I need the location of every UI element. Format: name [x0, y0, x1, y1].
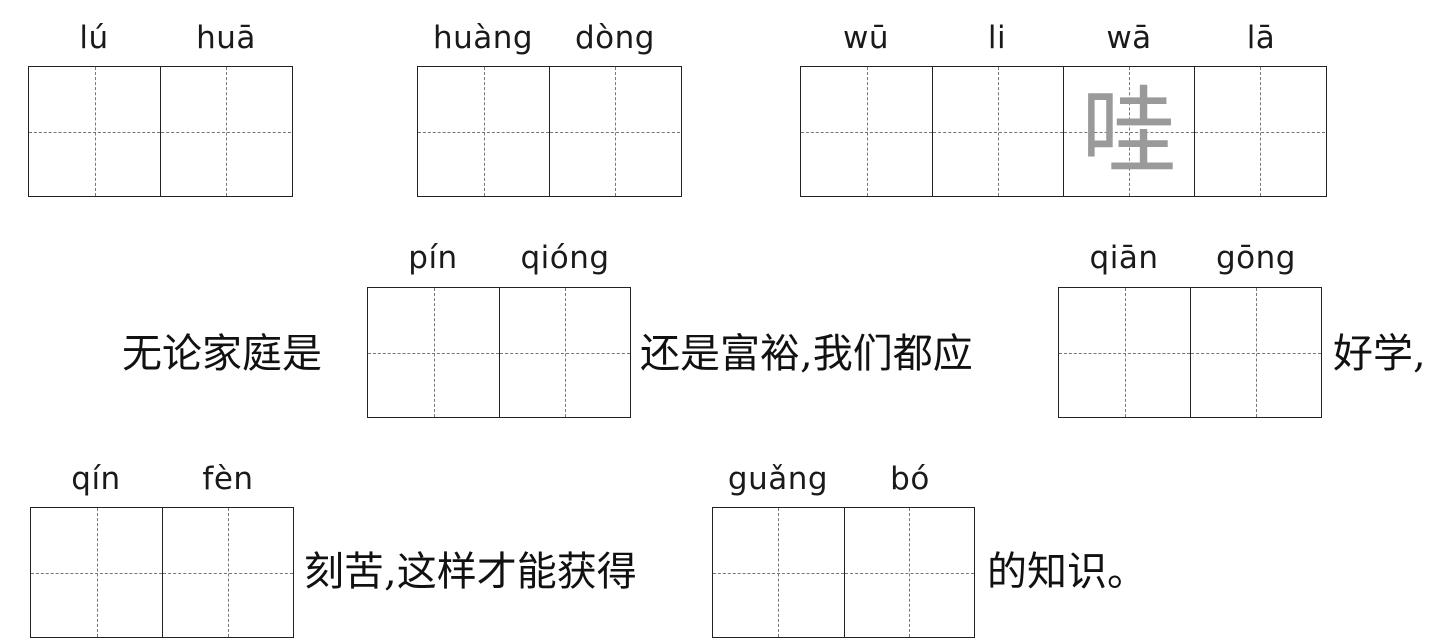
pinyin-label: fèn [202, 461, 254, 497]
pinyin-label: guǎng [727, 461, 829, 497]
writing-grid-luhua [28, 66, 293, 197]
pinyin-label: wū [842, 20, 889, 56]
sentence-text: 无论家庭是 [122, 331, 322, 377]
pinyin-label: dòng [575, 20, 655, 56]
pinyin-label: qióng [520, 240, 610, 276]
writing-cell[interactable] [1194, 67, 1325, 196]
writing-cell[interactable] [713, 508, 844, 637]
sentence-text: 的知识。 [987, 549, 1147, 595]
writing-cell[interactable] [801, 67, 932, 196]
writing-cell[interactable] [1190, 288, 1321, 417]
writing-cell[interactable] [31, 508, 162, 637]
pinyin-label: huā [196, 20, 256, 56]
writing-grid-wuliwala: 哇 [800, 66, 1327, 197]
writing-cell[interactable] [1059, 288, 1190, 417]
writing-grid-qiangong [1058, 287, 1322, 418]
writing-cell[interactable] [549, 67, 680, 196]
writing-grid-huangdong [417, 66, 682, 197]
pinyin-label: lā [1246, 20, 1276, 56]
pinyin-label: pín [408, 240, 458, 276]
pinyin-label: qín [71, 461, 121, 497]
writing-grid-guangbo [712, 507, 975, 638]
pinyin-label: huàng [432, 20, 534, 56]
writing-cell[interactable] [160, 67, 291, 196]
writing-cell[interactable] [418, 67, 549, 196]
writing-grid-pinqiong [367, 287, 631, 418]
pinyin-label: qiān [1089, 240, 1159, 276]
writing-cell-hint[interactable]: 哇 [1063, 67, 1194, 196]
writing-grid-qinfen [30, 507, 294, 638]
writing-cell[interactable] [162, 508, 293, 637]
writing-cell[interactable] [499, 288, 630, 417]
pinyin-label: li [987, 20, 1007, 56]
sentence-text: 还是富裕,我们都应 [640, 331, 973, 377]
writing-cell[interactable] [29, 67, 160, 196]
sentence-text: 刻苦,这样才能获得 [304, 549, 637, 595]
writing-cell[interactable] [932, 67, 1063, 196]
writing-cell[interactable] [368, 288, 499, 417]
pinyin-label: lú [79, 20, 109, 56]
pinyin-label: gōng [1216, 240, 1296, 276]
pinyin-label: wā [1106, 20, 1152, 56]
sentence-text: 好学, [1333, 331, 1426, 377]
hint-character: 哇 [1081, 75, 1177, 188]
pinyin-label: bó [890, 461, 930, 497]
writing-cell[interactable] [843, 508, 975, 637]
